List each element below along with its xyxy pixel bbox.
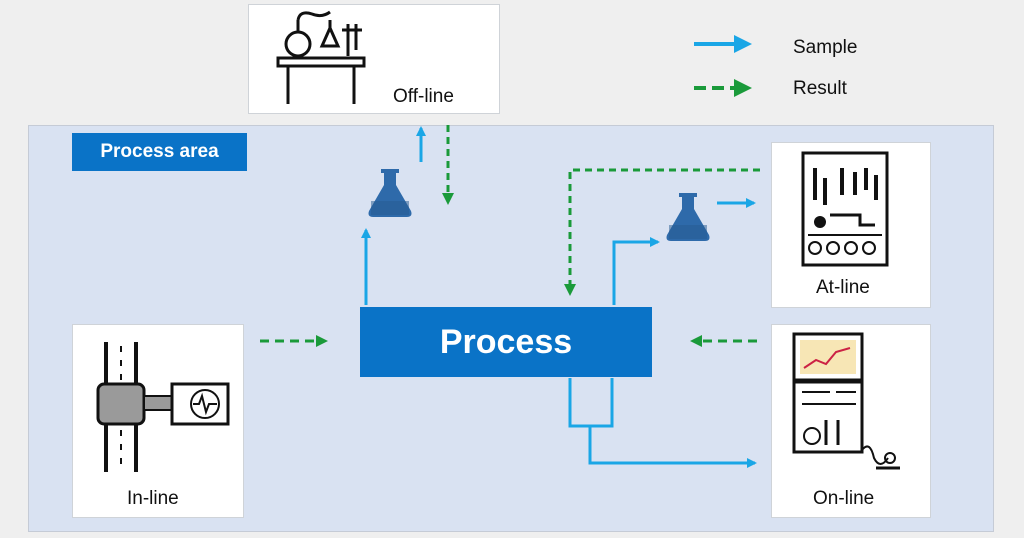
analyzer-instrument-icon	[801, 151, 889, 267]
legend-result-label: Result	[793, 78, 847, 99]
sample-loop-to-online	[568, 378, 757, 468]
on-line-label: On-line	[813, 488, 875, 509]
result-arrow-from-atline	[564, 168, 760, 296]
at-line-label: At-line	[816, 277, 870, 298]
sample-arrow-process-to-atline-flask	[612, 237, 660, 305]
inline-sensor-icon	[96, 342, 230, 472]
flask-icon	[368, 169, 412, 217]
process-box: Process	[360, 307, 652, 377]
legend-sample-label: Sample	[793, 37, 858, 58]
lab-bench-icon	[276, 10, 366, 104]
flask-icon	[666, 193, 710, 241]
in-line-label: In-line	[127, 488, 179, 509]
off-line-label: Off-line	[393, 86, 454, 107]
online-analyzer-icon	[792, 332, 900, 470]
process-area-label: Process area	[72, 133, 247, 171]
